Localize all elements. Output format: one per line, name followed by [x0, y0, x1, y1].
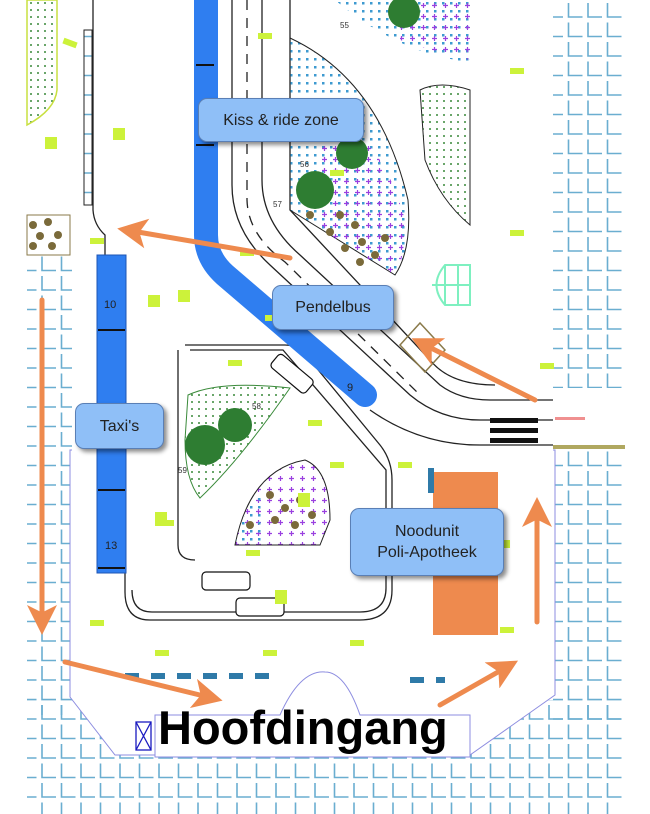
bay-number-9: 9 — [347, 382, 354, 394]
pendelbus-lane — [194, 0, 377, 407]
bike-rack — [83, 29, 93, 206]
plot-number: 56 — [300, 160, 309, 169]
arrow-to-kiosk — [411, 338, 538, 403]
callout-label: Kiss & ride zone — [223, 111, 339, 129]
callout-kiss-ride-zone: Kiss & ride zone — [198, 98, 364, 142]
shelter — [432, 264, 471, 306]
arrow-to-entrance-left — [62, 659, 223, 709]
callout-label: Taxi's — [99, 417, 140, 435]
callout-noodunit: Noodunit Poli-Apotheek — [350, 508, 504, 576]
plot-number: 57 — [273, 200, 282, 209]
direction-arrows — [27, 218, 552, 709]
callout-label: Poli-Apotheek — [377, 544, 477, 561]
plot-number: 58 — [252, 402, 261, 411]
arrow-from-entrance-right — [437, 660, 519, 708]
plot-number: 55 — [340, 21, 349, 30]
tree-icon — [185, 0, 420, 465]
car-icon — [201, 353, 314, 617]
callout-label: Noodunit — [394, 523, 460, 540]
bay-number-13: 13 — [105, 540, 118, 552]
bay-number-10: 10 — [104, 299, 117, 311]
kiosk — [398, 321, 447, 374]
callout-pendelbus: Pendelbus — [272, 285, 394, 330]
green-area — [419, 84, 471, 227]
callout-label: Pendelbus — [295, 299, 371, 316]
door-icon — [135, 721, 152, 751]
main-entrance-label: Hoofdingang — [158, 701, 448, 754]
zebra-crossing — [490, 418, 538, 443]
green-area — [26, 0, 58, 127]
callout-taxis: Taxi's — [75, 403, 164, 449]
plot-number: 59 — [178, 466, 187, 475]
arrow-to-bike-rack — [117, 218, 293, 261]
